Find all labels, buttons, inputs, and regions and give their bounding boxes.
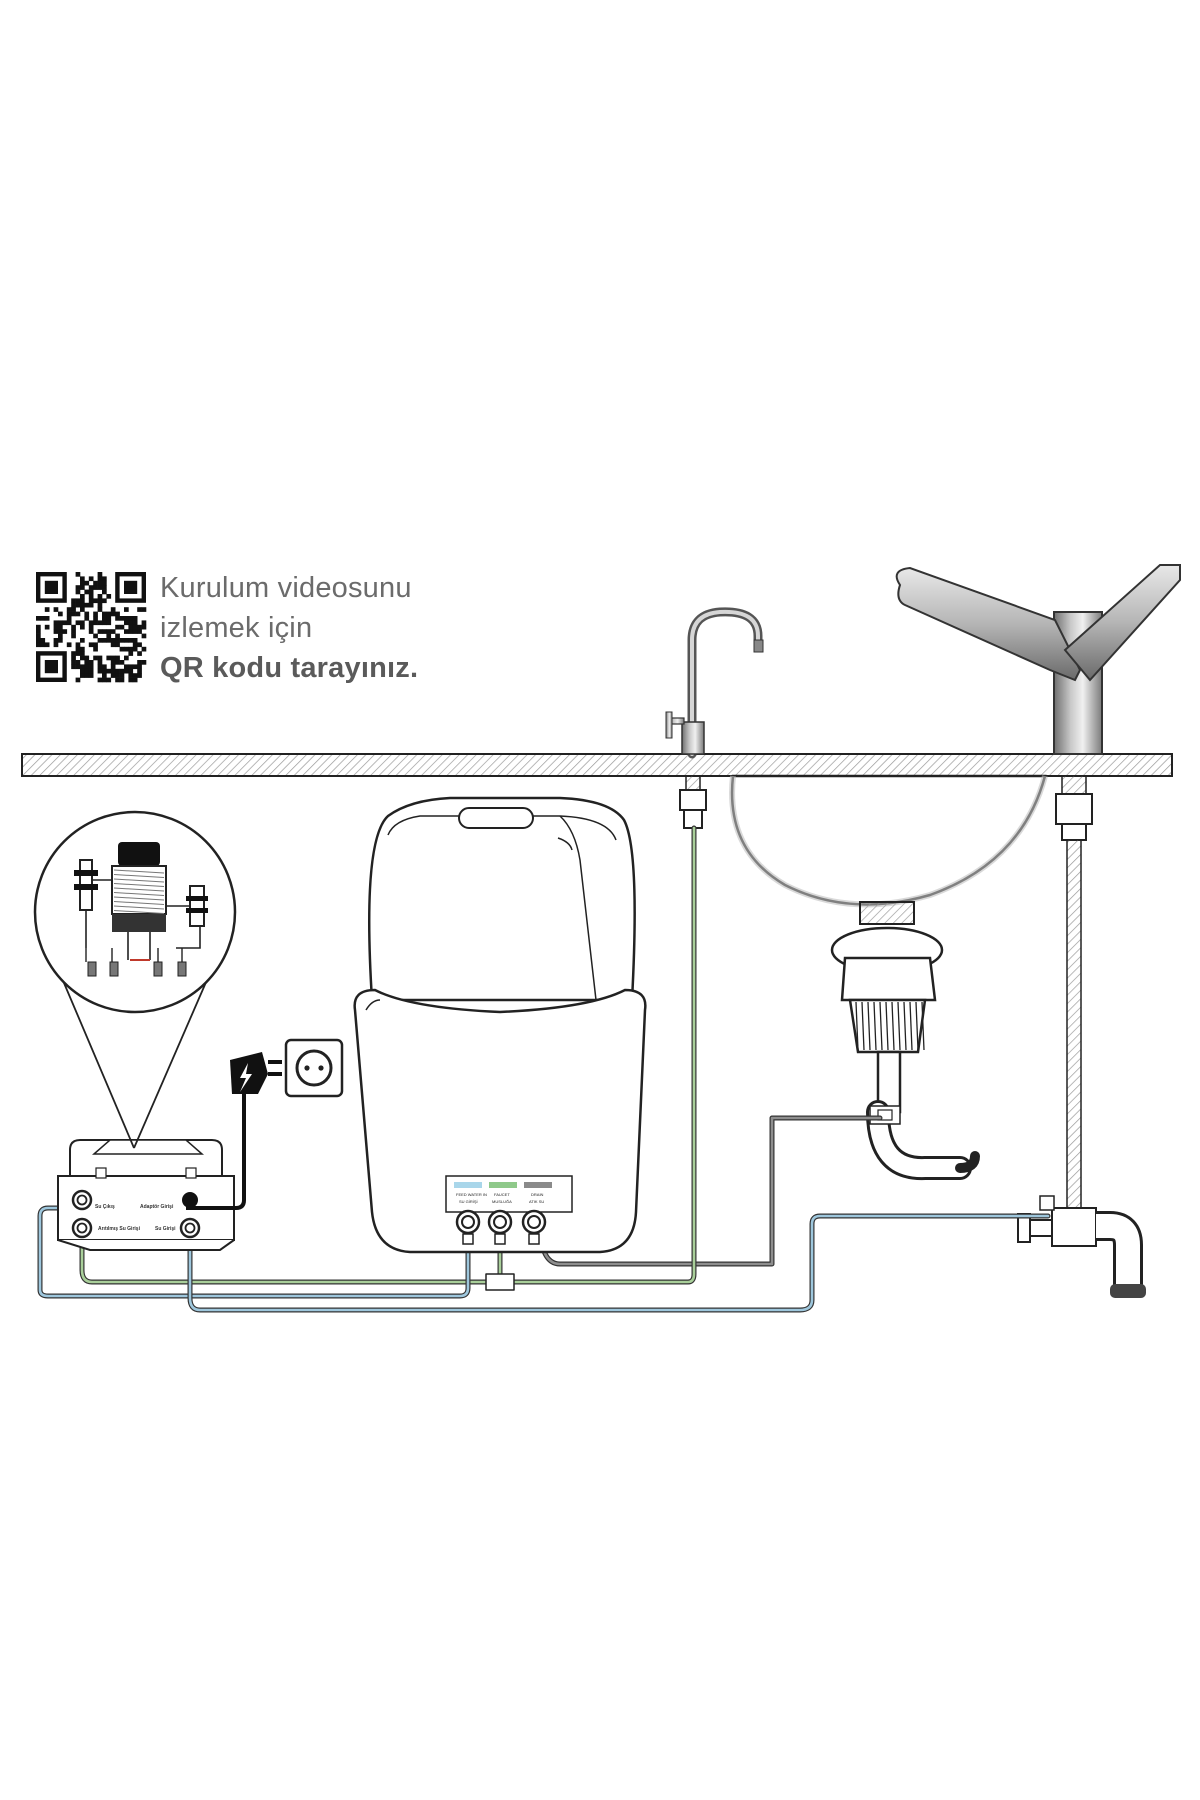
label-faucet-en: FAUCET bbox=[494, 1192, 510, 1197]
qr-caption-line-1: Kurulum videosunu bbox=[160, 572, 412, 604]
sink-drain-siphon bbox=[830, 901, 980, 1181]
label-faucet-tr: MUSLUĞA bbox=[492, 1199, 512, 1204]
label-drain-tr: ATIK SU bbox=[529, 1199, 544, 1204]
faucet-shank-fitting bbox=[679, 775, 707, 829]
label-su-girisi: Su Girişi bbox=[155, 1226, 176, 1232]
qr-caption-line-3: QR kodu tarayınız. bbox=[160, 652, 419, 684]
kitchen-mixer-faucet bbox=[895, 564, 1181, 755]
pump-detail-magnifier bbox=[33, 810, 237, 1014]
label-su-cikis: Su Çıkış bbox=[95, 1204, 115, 1210]
angle-valve bbox=[1017, 1195, 1146, 1298]
ro-unit: FEED WATER IN SU GİRİŞİ FAUCET MUSLUĞA D… bbox=[353, 796, 647, 1254]
power-adapter bbox=[186, 1052, 282, 1210]
label-adaptor-girisi: Adaptör Girişi bbox=[140, 1204, 174, 1210]
qr-code-icon[interactable] bbox=[36, 572, 147, 683]
booster-pump-box: Su Çıkış Adaptör Girişi Arıtılmış Su Gir… bbox=[57, 1139, 235, 1251]
countertop bbox=[21, 753, 1173, 777]
ro-faucet bbox=[665, 607, 764, 759]
label-drain-en: DRAIN bbox=[531, 1192, 544, 1197]
cold-water-supply bbox=[1055, 775, 1093, 1211]
sink-bowl bbox=[729, 774, 1048, 908]
tee-fitting bbox=[485, 1273, 515, 1291]
label-feed-tr: SU GİRİŞİ bbox=[459, 1199, 478, 1204]
label-aritilmis-su-girisi: Arıtılmış Su Girişi bbox=[98, 1226, 141, 1232]
qr-caption-line-2: izlemek için bbox=[160, 612, 313, 644]
wall-socket-icon bbox=[284, 1038, 344, 1098]
label-feed-en: FEED WATER IN bbox=[456, 1192, 487, 1197]
